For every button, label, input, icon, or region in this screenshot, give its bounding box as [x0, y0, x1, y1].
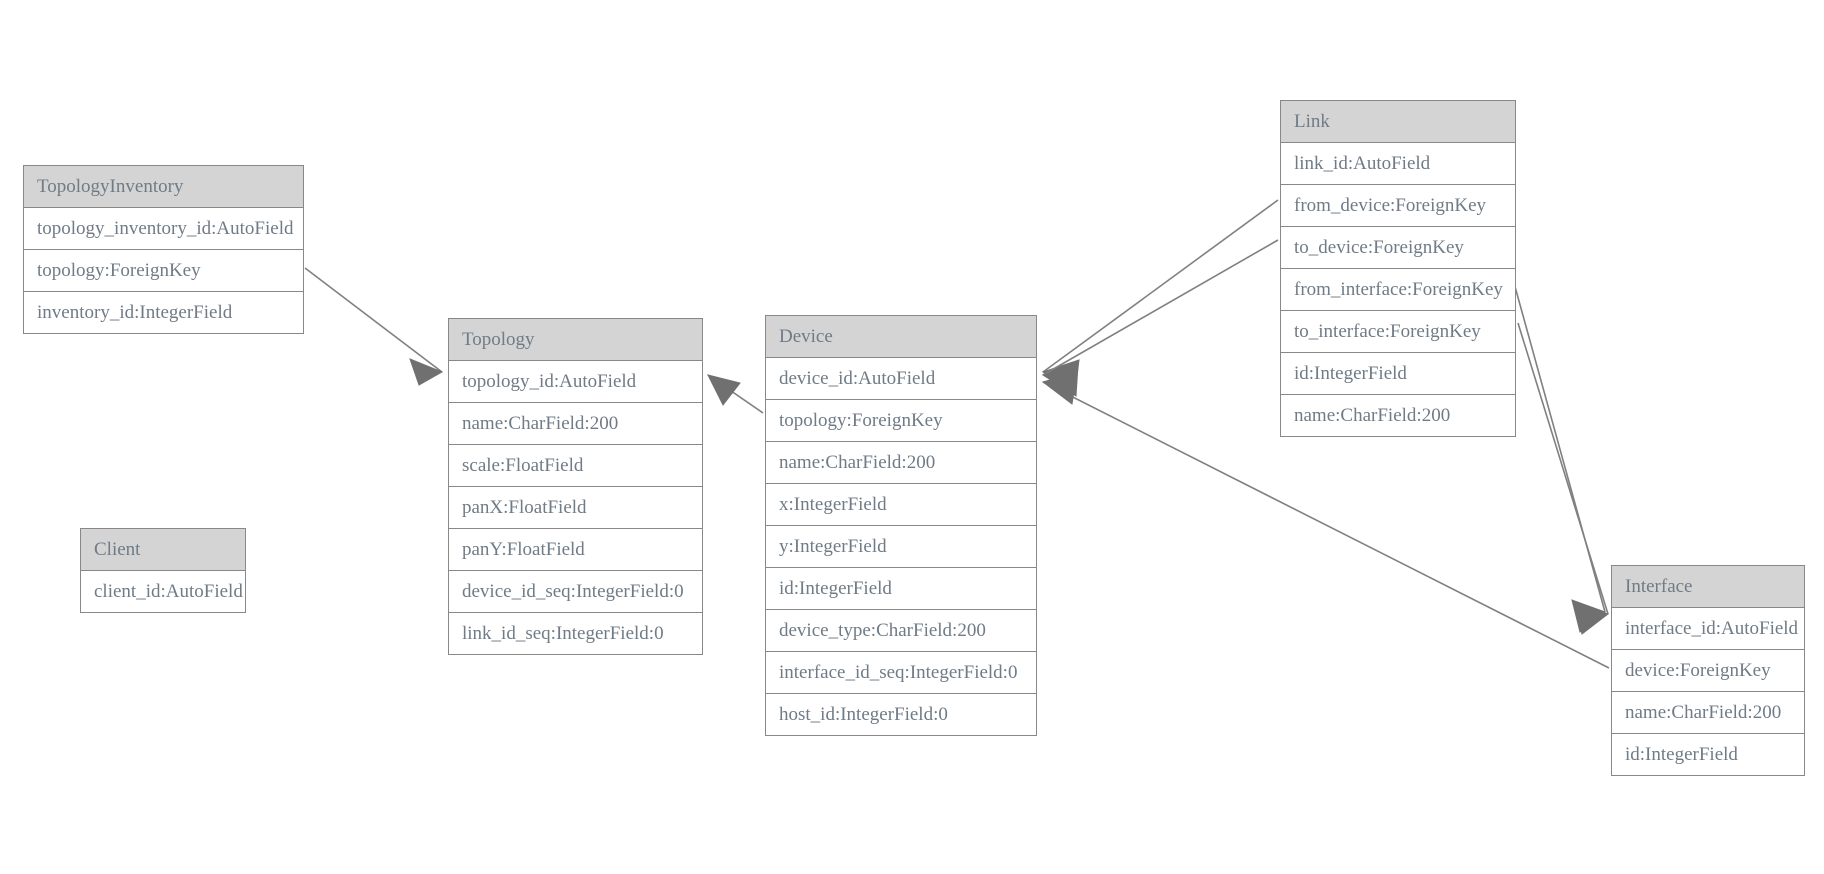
entity-field: device_id_seq:IntegerField:0 — [449, 571, 702, 613]
entity-field: panY:FloatField — [449, 529, 702, 571]
entity-field: panX:FloatField — [449, 487, 702, 529]
relation-link-to-interface — [1517, 322, 1610, 635]
entity-field: name:CharField:200 — [766, 442, 1036, 484]
entity-field: client_id:AutoField — [81, 571, 245, 612]
entity-field: from_interface:ForeignKey — [1281, 269, 1515, 311]
entity-field: id:IntegerField — [1281, 353, 1515, 395]
entity-field: device:ForeignKey — [1612, 650, 1804, 692]
relation-link-from-interface — [1513, 282, 1607, 633]
entity-field: id:IntegerField — [766, 568, 1036, 610]
entity-field: name:CharField:200 — [449, 403, 702, 445]
relation-line — [304, 267, 443, 373]
entity-field: interface_id_seq:IntegerField:0 — [766, 652, 1036, 694]
entity-title-client: Client — [81, 529, 245, 571]
entity-field: topology_id:AutoField — [449, 361, 702, 403]
arrowhead-icon — [1041, 364, 1079, 397]
entity-title-topology: Topology — [449, 319, 702, 361]
relation-line — [1513, 282, 1606, 613]
entity-field: topology:ForeignKey — [766, 400, 1036, 442]
arrowhead-icon — [1574, 603, 1610, 635]
relation-link-from-device — [1041, 199, 1279, 393]
arrowhead-icon — [1041, 371, 1078, 405]
relation-link-to-device — [1041, 239, 1279, 397]
entity-title-interface: Interface — [1612, 566, 1804, 608]
entity-field: from_device:ForeignKey — [1281, 185, 1515, 227]
relation-line — [1042, 199, 1279, 373]
entity-field: topology:ForeignKey — [24, 250, 303, 292]
arrowhead-icon — [1571, 599, 1607, 633]
entity-field: inventory_id:IntegerField — [24, 292, 303, 333]
entity-field: topology_inventory_id:AutoField — [24, 208, 303, 250]
entity-field: link_id:AutoField — [1281, 143, 1515, 185]
arrowhead-icon — [1041, 359, 1080, 393]
arrowhead-icon — [409, 358, 444, 386]
entity-title-topology-inventory: TopologyInventory — [24, 166, 303, 208]
arrowhead-icon — [707, 374, 741, 406]
entity-field: link_id_seq:IntegerField:0 — [449, 613, 702, 654]
entity-field: host_id:IntegerField:0 — [766, 694, 1036, 735]
entity-field: name:CharField:200 — [1281, 395, 1515, 436]
relation-line — [707, 374, 764, 414]
entity-field: device_id:AutoField — [766, 358, 1036, 400]
entity-title-device: Device — [766, 316, 1036, 358]
entity-field: y:IntegerField — [766, 526, 1036, 568]
entity-field: device_type:CharField:200 — [766, 610, 1036, 652]
entity-field: x:IntegerField — [766, 484, 1036, 526]
entity-field: to_device:ForeignKey — [1281, 227, 1515, 269]
relation-line — [1517, 322, 1609, 615]
relation-device-to-topology — [707, 374, 764, 414]
entity-fields-client: client_id:AutoField — [81, 571, 245, 612]
entity-field: to_interface:ForeignKey — [1281, 311, 1515, 353]
entity-field: id:IntegerField — [1612, 734, 1804, 775]
entity-field: interface_id:AutoField — [1612, 608, 1804, 650]
entity-field: name:CharField:200 — [1612, 692, 1804, 734]
relation-line — [1042, 239, 1279, 376]
entity-field: scale:FloatField — [449, 445, 702, 487]
entity-title-link: Link — [1281, 101, 1515, 143]
relation-topologyinventory-to-topology — [304, 267, 444, 386]
